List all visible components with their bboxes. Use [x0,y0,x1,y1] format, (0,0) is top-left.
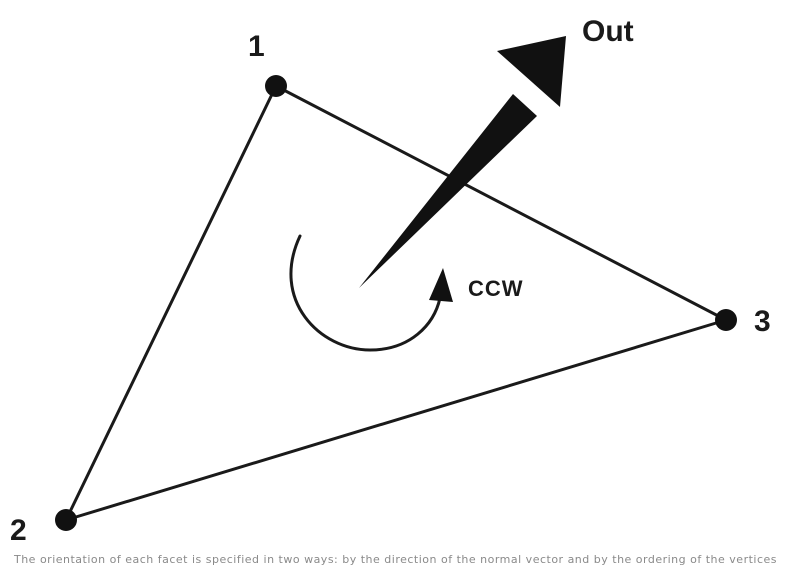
edge-2-3 [64,318,728,522]
vertex-3-dot [715,309,737,331]
vertex-2-label: 2 [10,514,27,545]
ccw-label: CCW [468,276,524,301]
facet-orientation-diagram: 1 2 3 Out CCW [10,15,771,545]
normal-out-label: Out [582,15,634,48]
vertex-3-label: 3 [754,305,771,338]
figure-caption: The orientation of each facet is specifi… [13,553,778,566]
ccw-arc [289,234,442,352]
vertices [55,75,737,531]
triangle-facet [64,84,728,522]
ccw-arrowhead [429,268,453,302]
normal-vector-arrow [359,36,566,288]
edge-1-3 [274,84,728,322]
normal-arrow-head [497,36,566,107]
edge-1-2 [64,84,278,522]
vertex-1-dot [265,75,287,97]
normal-arrow-shaft [359,94,537,288]
vertex-2-dot [55,509,77,531]
vertex-1-label: 1 [248,30,265,63]
ccw-rotation-arrow [289,234,453,352]
